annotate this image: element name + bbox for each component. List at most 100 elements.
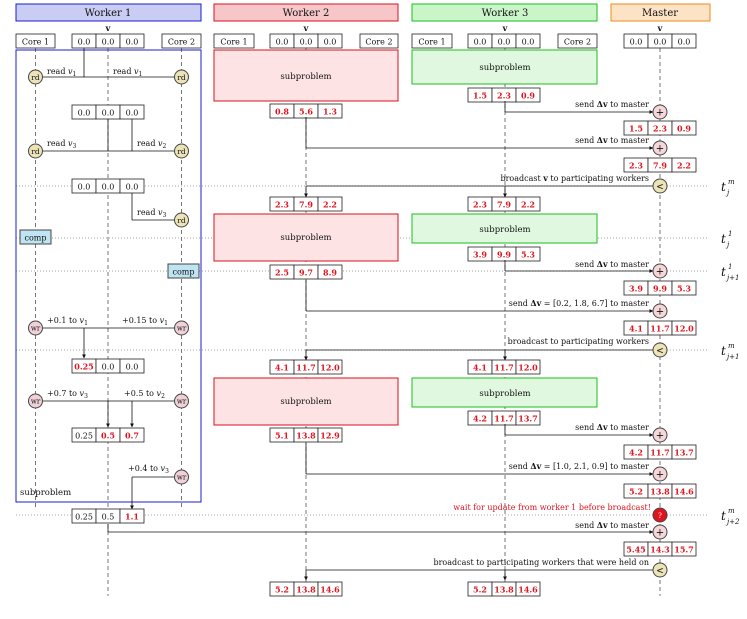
vector-cell (317, 103, 343, 119)
svg-text:read v3: read v3 (47, 139, 77, 150)
vector-cell-value: 0.0 (102, 38, 115, 47)
svg-text:send Δv = [1.0, 2.1, 0.9] to m: send Δv = [1.0, 2.1, 0.9] to master (509, 461, 649, 471)
vector-cell-value: 5.3 (677, 284, 691, 294)
worker3-header: Worker 3 (411, 3, 598, 22)
vector-cell-value: 0.25 (74, 362, 93, 372)
svg-text:j: j (725, 189, 730, 197)
svg-text:Core 2: Core 2 (168, 38, 195, 47)
plus-node-1: + (652, 104, 668, 120)
wr-node-4: wr (174, 393, 189, 409)
vector-cell-value: 3.9 (629, 284, 643, 294)
svg-text:+: + (656, 307, 664, 318)
vector-cell-value: 5.2 (473, 585, 487, 595)
less-node-1: < (652, 178, 668, 194)
vector-cell (671, 280, 697, 296)
vector-cell (317, 264, 343, 280)
vector-cell-value: 5.45 (626, 545, 645, 555)
svg-text:+0.5 to v2: +0.5 to v2 (124, 389, 165, 400)
w3-core2-label: Core 2 (557, 33, 598, 49)
svg-text:<: < (656, 183, 664, 193)
svg-text:?: ? (658, 512, 662, 520)
vector-cell-value: 0.5 (101, 431, 115, 441)
svg-text:+0.15 to v1: +0.15 to v1 (122, 316, 168, 327)
vector-cell-value: 0.0 (300, 38, 313, 47)
vector-cell-value: 0.0 (276, 38, 289, 47)
vector-cell-value: 11.7 (494, 414, 513, 424)
vector-cell (515, 359, 541, 375)
svg-text:t: t (721, 344, 726, 358)
svg-text:<: < (656, 567, 664, 577)
svg-text:subproblem: subproblem (280, 233, 331, 243)
vector-cell-value: 0.0 (324, 38, 337, 47)
plus-node-4: + (652, 303, 668, 319)
svg-text:send Δv = [0.2, 1.8, 6.7] to m: send Δv = [0.2, 1.8, 6.7] to master (509, 298, 649, 308)
vector-cell-value: 0.0 (678, 38, 691, 47)
msg-broadcast-2: broadcast to participating workers (508, 337, 649, 346)
read-v1-right-label: read v1 (113, 67, 142, 78)
msg-broadcast-1: broadcast v to participating workers (500, 173, 649, 183)
msg-send-1: send Δv to master (575, 99, 649, 109)
vector-cell-value: 9.7 (299, 268, 313, 278)
svg-text:t: t (721, 180, 726, 194)
svg-text:subproblem: subproblem (280, 397, 331, 407)
w2-core1-label: Core 1 (213, 33, 255, 49)
vector-cell-value: 3.9 (473, 250, 487, 260)
svg-text:Core 2: Core 2 (564, 38, 591, 47)
vector-cell (671, 33, 697, 49)
vector-cell-value: 13.8 (296, 431, 316, 441)
svg-text:1: 1 (728, 263, 732, 271)
vector-cell-value: 1.5 (629, 124, 643, 134)
vector-cell-value: 0.0 (102, 109, 115, 118)
w1-core2-label: Core 2 (161, 33, 202, 49)
wr-node-5: wr (174, 469, 189, 485)
vector-cell-value: 4.1 (473, 363, 487, 373)
svg-text:rd: rd (177, 73, 186, 82)
vector-cell-value: 0.8 (275, 107, 289, 117)
vector-cell-value: 15.7 (674, 545, 693, 555)
wr-v1-right-label: +0.15 to v1 (122, 316, 168, 327)
vector-cell-value: 2.3 (473, 200, 487, 210)
vector-cell-value: 4.2 (473, 414, 487, 424)
svg-text:wr: wr (177, 398, 187, 406)
vector-cell-value: 12.0 (518, 363, 538, 373)
svg-text:j+1: j+1 (725, 274, 740, 282)
wr-node-3: wr (28, 393, 43, 409)
vector-cell (515, 87, 541, 103)
vector-cell-value: 0.0 (498, 38, 511, 47)
msg-broadcast-3: broadcast to participating workers that … (433, 558, 649, 567)
vector-cell (119, 508, 145, 524)
msg-send-6: send Δv = [1.0, 2.1, 0.9] to master (509, 461, 649, 471)
svg-text:read v2: read v2 (137, 139, 167, 150)
rd-node-5: rd (174, 212, 189, 228)
vector-cell-value: 5.2 (629, 487, 643, 497)
svg-text:1: 1 (728, 230, 732, 238)
svg-text:j+2: j+2 (725, 518, 740, 526)
svg-text:Worker 1: Worker 1 (85, 8, 132, 19)
vector-cell (671, 444, 697, 460)
svg-text:send Δv to master: send Δv to master (575, 520, 649, 530)
vector-cell-value: 2.3 (653, 124, 667, 134)
svg-text:read v3: read v3 (137, 208, 167, 219)
vector-cell-value: 4.2 (629, 448, 643, 458)
vector-cell (671, 320, 697, 336)
svg-text:+: + (656, 108, 664, 119)
wait-node: ? (652, 507, 668, 523)
svg-text:j+1: j+1 (725, 353, 740, 361)
vector-cell (515, 33, 541, 49)
vector-cell (515, 410, 541, 426)
svg-text:j: j (725, 241, 730, 249)
